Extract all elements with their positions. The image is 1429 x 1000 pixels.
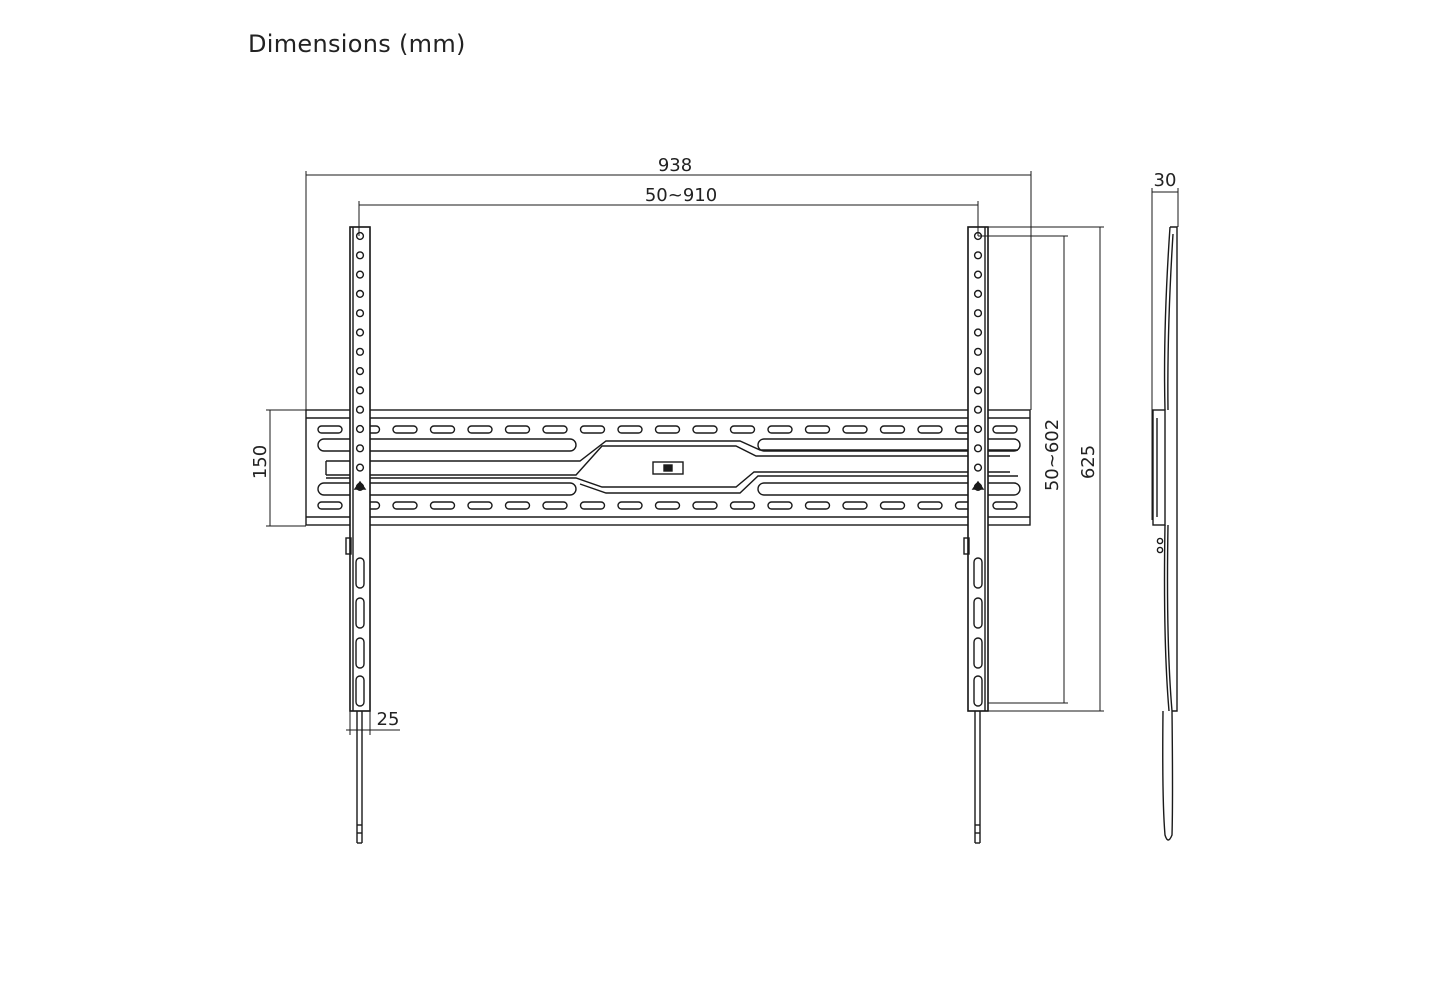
plate-slot: [917, 425, 943, 434]
dimension-overall-width: 938: [658, 155, 692, 176]
long-slot-upper-left: [317, 438, 577, 452]
dimension-plate-height: 150: [250, 445, 271, 479]
arm-hole: [355, 309, 365, 318]
arm-hole: [973, 270, 983, 279]
arm-slot: [355, 675, 365, 707]
plate-slot: [429, 501, 456, 510]
plate-slot: [654, 501, 681, 510]
dimension-depth: 30: [1154, 170, 1177, 191]
plate-slot: [767, 425, 793, 434]
arm-hole: [973, 424, 983, 434]
right-arm-slots: [973, 557, 983, 707]
plate-slot: [617, 425, 643, 434]
arm-hole: [973, 367, 983, 376]
arm-hole: [973, 463, 983, 472]
plate-slot: [654, 425, 681, 434]
arm-hole: [355, 444, 365, 453]
plate-slot: [392, 425, 418, 434]
long-slot-lower-right: [757, 482, 1021, 496]
plate-slot: [729, 425, 756, 434]
plate-slot: [317, 501, 343, 510]
plate-slot: [992, 501, 1018, 510]
plate-slot: [429, 425, 456, 434]
plate-slot: [579, 425, 606, 434]
plate-slot: [467, 425, 493, 434]
arm-slot: [973, 557, 983, 589]
side-view: [1152, 226, 1178, 841]
arm-hole: [355, 231, 365, 241]
plate-slot: [692, 425, 718, 434]
plate-slot: [729, 501, 756, 510]
arm-hole: [973, 251, 983, 260]
arm-hole: [355, 367, 365, 376]
front-view: [305, 226, 1031, 844]
dimension-vertical-span: 50~602: [1042, 419, 1063, 491]
arm-slot: [355, 597, 365, 629]
arrow-up-icon: [971, 480, 985, 490]
plate-slot: [992, 425, 1018, 434]
left-arm-holes: [355, 231, 365, 492]
arm-slot: [355, 637, 365, 669]
plate-slot: [692, 501, 718, 510]
plate-slot: [879, 425, 906, 434]
left-arm-slots: [355, 557, 365, 707]
plate-slot: [842, 501, 868, 510]
plate-slot: [467, 501, 493, 510]
plate-slot: [317, 425, 343, 434]
spirit-level-icon: [652, 461, 684, 475]
plate-slot: [842, 425, 868, 434]
arm-hole: [973, 386, 983, 395]
arm-hole: [355, 347, 365, 356]
arm-hole: [973, 444, 983, 453]
slot-row-top: [317, 425, 1018, 434]
central-profile-bottom: [579, 475, 1018, 494]
arm-hole: [355, 270, 365, 279]
arm-hole: [355, 386, 365, 395]
plate-slot: [542, 501, 568, 510]
long-slot-lower-left: [317, 482, 577, 496]
arm-slot: [973, 637, 983, 669]
plate-slot: [617, 501, 643, 510]
dimension-hole-span: 50~910: [645, 185, 717, 206]
plate-slot: [767, 501, 793, 510]
dimension-overall-height: 625: [1078, 445, 1099, 479]
central-profile-inner: [326, 445, 1010, 476]
plate-slot: [542, 425, 568, 434]
slot-row-bottom: [317, 501, 1018, 510]
plate-slot: [504, 501, 531, 510]
dimension-arm-width: 25: [377, 709, 400, 730]
right-arm: [963, 226, 989, 844]
arm-hole: [973, 347, 983, 356]
plate-slot: [804, 425, 831, 434]
central-profile-top: [326, 440, 1018, 462]
arm-hole: [973, 309, 983, 318]
arm-hole: [973, 328, 983, 337]
horizontal-plate: [305, 409, 1031, 526]
plate-slot: [879, 501, 906, 510]
plate-slot: [579, 501, 606, 510]
left-arm: [345, 226, 371, 844]
arm-hole: [355, 328, 365, 337]
arm-hole: [355, 463, 365, 472]
arm-slot: [973, 675, 983, 707]
arm-hole: [355, 251, 365, 260]
arm-hole: [973, 289, 983, 299]
long-slot-upper-right: [757, 438, 1021, 452]
plate-slot: [917, 501, 943, 510]
arm-hole: [973, 405, 983, 414]
arm-slot: [973, 597, 983, 629]
plate-slot: [392, 501, 418, 510]
arm-hole: [355, 289, 365, 299]
plate-slot: [804, 501, 831, 510]
arrow-up-icon: [353, 480, 367, 490]
arm-hole: [355, 405, 365, 414]
arm-slot: [355, 557, 365, 589]
arm-hole: [355, 424, 365, 434]
dimension-lines: [266, 171, 1179, 735]
plate-slot: [504, 425, 531, 434]
page-title: Dimensions (mm): [248, 30, 466, 58]
